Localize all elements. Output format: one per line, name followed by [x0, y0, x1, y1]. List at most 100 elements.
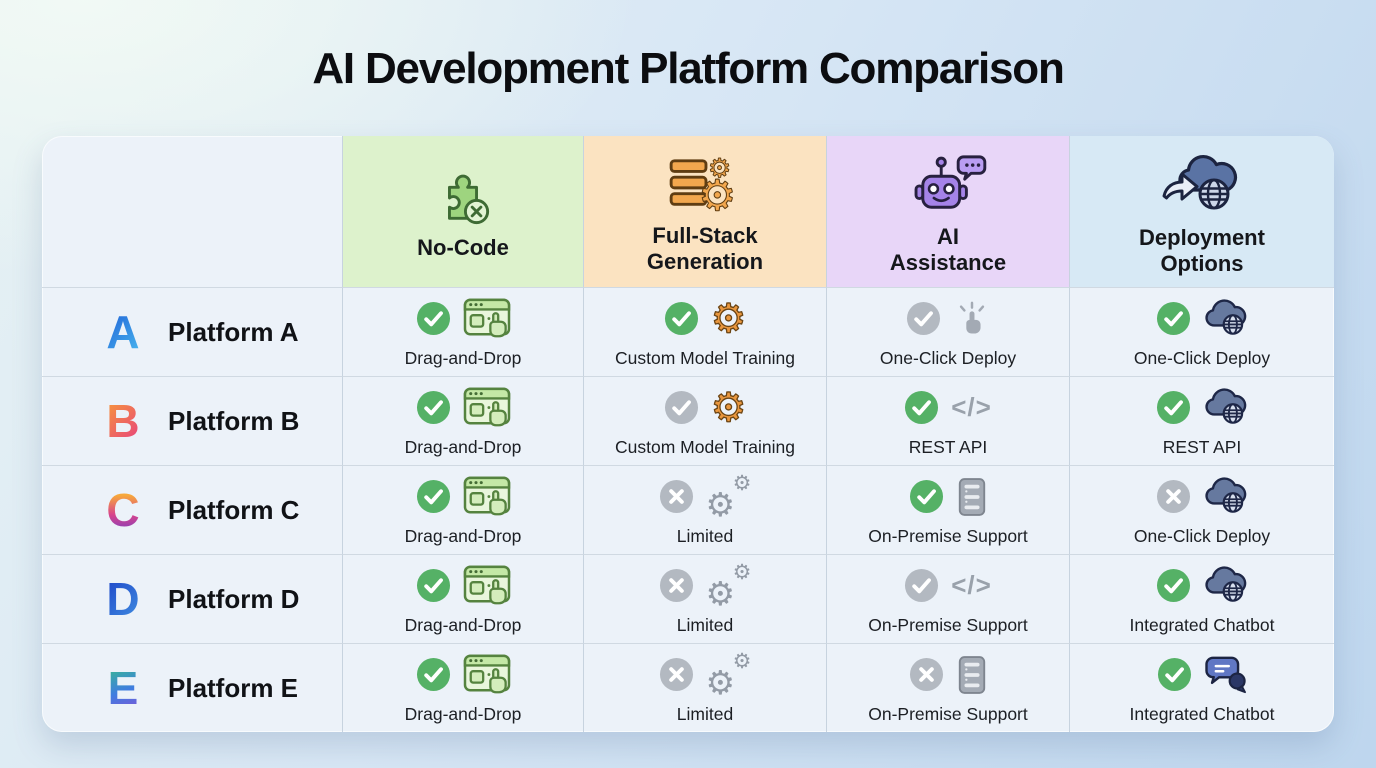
platform-name: Platform C [168, 494, 300, 525]
gear-icon: ⚙ [710, 295, 747, 342]
cell-label: On-Premise Support [868, 703, 1028, 724]
tap-icon [953, 300, 991, 338]
cell-label: One-Click Deploy [1133, 347, 1271, 368]
server-icon [956, 477, 988, 517]
platform-a-logo: A [96, 309, 150, 355]
cell-label: Drag-and-Drop [404, 436, 522, 457]
gears-icon: ⚙⚙ [705, 470, 752, 524]
cell-label: Limited [676, 525, 734, 546]
column-header-label: No-Code [417, 235, 509, 261]
cell-a-full-stack: ⚙ Custom Model Training [583, 287, 826, 376]
platform-e-logo: E [96, 665, 150, 711]
check-icon [416, 657, 451, 692]
cell-d-deployment: Integrated Chatbot [1069, 554, 1334, 643]
cell-label: On-Premise Support [868, 525, 1028, 546]
drag-drop-window-icon [463, 564, 511, 608]
cell-label: REST API [908, 436, 988, 457]
cell-a-deployment: One-Click Deploy [1069, 287, 1334, 376]
gears-icon: ⚙⚙ [705, 648, 752, 702]
platform-name: Platform B [168, 405, 300, 436]
cell-c-full-stack: ⚙⚙ Limited [583, 465, 826, 554]
drag-drop-window-icon [463, 386, 511, 430]
check-icon [1156, 390, 1191, 425]
cell-c-no-code: Drag-and-Drop [342, 465, 583, 554]
database-gears-icon [667, 154, 743, 214]
check-icon [906, 301, 941, 336]
cell-d-full-stack: ⚙⚙ Limited [583, 554, 826, 643]
platform-b-logo: B [96, 398, 150, 444]
gear-icon: ⚙ [710, 384, 747, 431]
cell-b-no-code: Drag-and-Drop [342, 376, 583, 465]
column-header-deployment: Deployment Options [1069, 136, 1334, 287]
platform-cell-c: C Platform C [42, 465, 342, 554]
cell-e-no-code: Drag-and-Drop [342, 643, 583, 732]
column-header-label: Deployment Options [1139, 225, 1265, 276]
cell-a-no-code: Drag-and-Drop [342, 287, 583, 376]
check-icon [416, 390, 451, 425]
cloud-globe-icon [1203, 299, 1249, 338]
server-icon [956, 655, 988, 695]
drag-drop-window-icon [463, 475, 511, 519]
cell-c-deployment: One-Click Deploy [1069, 465, 1334, 554]
cell-e-ai-assistance: On-Premise Support [826, 643, 1069, 732]
gears-icon: ⚙⚙ [705, 559, 752, 613]
cloud-globe-icon [1203, 388, 1249, 427]
platform-cell-b: B Platform B [42, 376, 342, 465]
code-icon: </> [951, 570, 992, 600]
check-icon [904, 568, 939, 603]
cell-d-ai-assistance: </> On-Premise Support [826, 554, 1069, 643]
platform-cell-d: D Platform D [42, 554, 342, 643]
cell-label: Drag-and-Drop [404, 703, 522, 724]
cell-label: One-Click Deploy [879, 347, 1017, 368]
cell-b-deployment: REST API [1069, 376, 1334, 465]
cell-b-ai-assistance: </> REST API [826, 376, 1069, 465]
x-icon [1156, 479, 1191, 514]
check-icon [664, 390, 699, 425]
cell-label: Limited [676, 614, 734, 635]
x-icon [659, 479, 694, 514]
cell-label: Integrated Chatbot [1129, 614, 1275, 635]
cloud-globe-icon [1203, 566, 1249, 605]
cell-a-ai-assistance: One-Click Deploy [826, 287, 1069, 376]
platform-c-logo: C [96, 487, 150, 533]
page-title: AI Development Platform Comparison [312, 44, 1065, 93]
check-icon [1156, 301, 1191, 336]
cell-label: Drag-and-Drop [404, 614, 522, 635]
cell-b-full-stack: ⚙ Custom Model Training [583, 376, 826, 465]
check-icon [416, 568, 451, 603]
platform-name: Platform D [168, 583, 300, 614]
column-header-label: AI Assistance [889, 224, 1007, 275]
x-icon [659, 568, 694, 603]
cell-label: Drag-and-Drop [404, 347, 522, 368]
cell-label: Drag-and-Drop [404, 525, 522, 546]
platform-cell-e: E Platform E [42, 643, 342, 732]
puzzle-no-code-icon [432, 168, 494, 226]
check-icon [904, 390, 939, 425]
check-icon [1157, 657, 1192, 692]
cell-label: REST API [1162, 436, 1242, 457]
cell-label: Integrated Chatbot [1129, 703, 1275, 724]
cell-e-deployment: Integrated Chatbot [1069, 643, 1334, 732]
column-header-label: Full-Stack Generation [646, 223, 764, 274]
check-icon [909, 479, 944, 514]
cell-d-no-code: Drag-and-Drop [342, 554, 583, 643]
x-icon [909, 657, 944, 692]
cell-label: One-Click Deploy [1133, 525, 1271, 546]
check-icon [1156, 568, 1191, 603]
chat-bubbles-icon [1204, 655, 1248, 694]
code-icon: </> [951, 392, 992, 422]
column-header-ai-assistance: AI Assistance [826, 136, 1069, 287]
drag-drop-window-icon [463, 653, 511, 697]
column-header-full-stack: Full-Stack Generation [583, 136, 826, 287]
check-icon [416, 479, 451, 514]
cell-e-full-stack: ⚙⚙ Limited [583, 643, 826, 732]
comparison-table: No-Code Full-Stack Generation AI Assista… [42, 136, 1334, 732]
platform-d-logo: D [96, 576, 150, 622]
platform-cell-a: A Platform A [42, 287, 342, 376]
cell-label: On-Premise Support [868, 614, 1028, 635]
cloud-globe-icon [1203, 477, 1249, 516]
platform-name: Platform A [168, 316, 299, 347]
cloud-deploy-icon [1159, 152, 1245, 216]
column-header-no-code: No-Code [342, 136, 583, 287]
cell-label: Custom Model Training [615, 347, 795, 368]
